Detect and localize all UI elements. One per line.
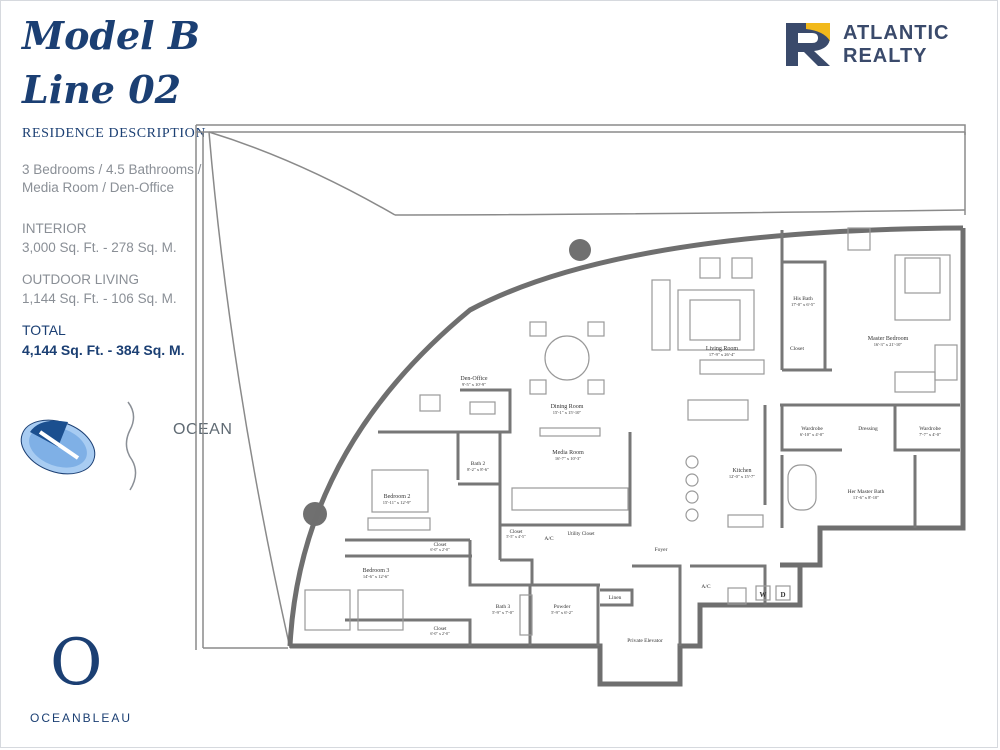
interior-value: 3,000 Sq. Ft. - 278 Sq. M. (22, 240, 177, 255)
media-room-label: Media Room (552, 450, 584, 456)
balcony-outline (195, 124, 966, 650)
wardrobe1-dim: 6'-10" x 4'-0" (800, 432, 824, 437)
closet-b2-dim: 6'-0" x 2'-0" (430, 547, 450, 552)
closet-his-label: Closet (790, 346, 805, 352)
living-room-label: Living Room (706, 346, 739, 352)
kitchen-dim: 12'-0" x 15'-7" (729, 474, 755, 479)
wardrobe1-label: Wardrobe (801, 426, 823, 432)
developer-name: OCEANBLEAU (30, 711, 133, 725)
bath2-label: Bath 2 (471, 461, 486, 467)
bath3-dim: 5'-9" x 7'-0" (492, 610, 514, 615)
closet-b2-label: Closet (434, 543, 447, 548)
total-label: TOTAL (22, 322, 66, 338)
dining-room-dim: 15'-1" x 15'-10" (553, 410, 582, 415)
bedroom3-dim: 14'-6" x 12'-6" (363, 574, 389, 579)
description-line-1: 3 Bedrooms / 4.5 Bathrooms / (22, 162, 202, 177)
ac2-label: A/C (701, 584, 711, 590)
utility-closet-label: Utility Closet (567, 532, 595, 537)
atlantic-realty-logo-icon (784, 21, 832, 67)
bedroom3-label: Bedroom 3 (363, 568, 390, 574)
closet-hall-dim: 5'-5" x 4'-5" (506, 534, 526, 539)
outdoor-value: 1,144 Sq. Ft. - 106 Sq. M. (22, 291, 177, 306)
her-bath-label: Her Master Bath (848, 489, 885, 495)
master-bedroom-label: Master Bedroom (868, 336, 909, 342)
den-office-dim: 9'-5" x 10'-9" (462, 382, 486, 387)
private-elevator-label: Private Elevator (627, 638, 663, 644)
line-title: Line 02 (22, 67, 182, 112)
master-bedroom-dim: 16'-3" x 21'-10" (874, 342, 903, 347)
living-room-dim: 17'-9" x 26'-4" (709, 352, 735, 357)
closet-b3-dim: 6'-0" x 2'-0" (430, 631, 450, 636)
exterior-walls (287, 225, 966, 687)
bedroom2-dim: 15'-11" x 12'-9" (383, 500, 412, 505)
oceanbleau-mark: O (50, 626, 103, 700)
media-room-dim: 16'-7" x 10'-3" (555, 456, 581, 461)
brand-name-line-2: REALTY (843, 45, 928, 67)
residence-description-heading: RESIDENCE DESCRIPTION (22, 126, 207, 141)
total-value: 4,144 Sq. Ft. - 384 Sq. M. (22, 342, 185, 358)
outdoor-label: OUTDOOR LIVING (22, 272, 140, 287)
kitchen-label: Kitchen (733, 468, 752, 474)
bath2-dim: 8'-2" x 8'-6" (467, 467, 489, 472)
brand-name-line-1: ATLANTIC (843, 22, 950, 44)
orientation-compass-icon (20, 419, 96, 475)
powder-label: Powder (554, 604, 571, 610)
linen-label: Linen (609, 595, 622, 601)
wave-line-icon (125, 401, 137, 491)
interior-label: INTERIOR (22, 221, 87, 236)
closet-hall-label: Closet (510, 530, 523, 535)
bedroom2-label: Bedroom 2 (384, 494, 411, 500)
bath3-label: Bath 3 (496, 604, 511, 610)
wardrobe2-dim: 7'-7" x 4'-0" (919, 432, 941, 437)
interior-walls (345, 230, 960, 646)
dining-room-label: Dining Room (551, 404, 584, 410)
foyer-label: Foyer (655, 547, 668, 553)
his-bath-dim: 17'-0" x 6'-5" (791, 302, 815, 307)
his-bath-label: His Bath (793, 296, 813, 302)
powder-dim: 5'-9" x 6'-2" (551, 610, 573, 615)
her-bath-dim: 11'-6" x 8'-10" (853, 495, 879, 500)
ac1-label: A/C (544, 536, 554, 542)
description-line-2: Media Room / Den-Office (22, 180, 175, 195)
column (569, 239, 591, 261)
closet-b3-label: Closet (434, 627, 447, 632)
wardrobe2-label: Wardrobe (919, 426, 941, 432)
dressing-label: Dressing (858, 426, 878, 432)
model-title: Model B (22, 13, 200, 58)
den-office-label: Den-Office (460, 375, 488, 382)
dryer-label: D (780, 591, 785, 599)
furniture (304, 227, 958, 636)
